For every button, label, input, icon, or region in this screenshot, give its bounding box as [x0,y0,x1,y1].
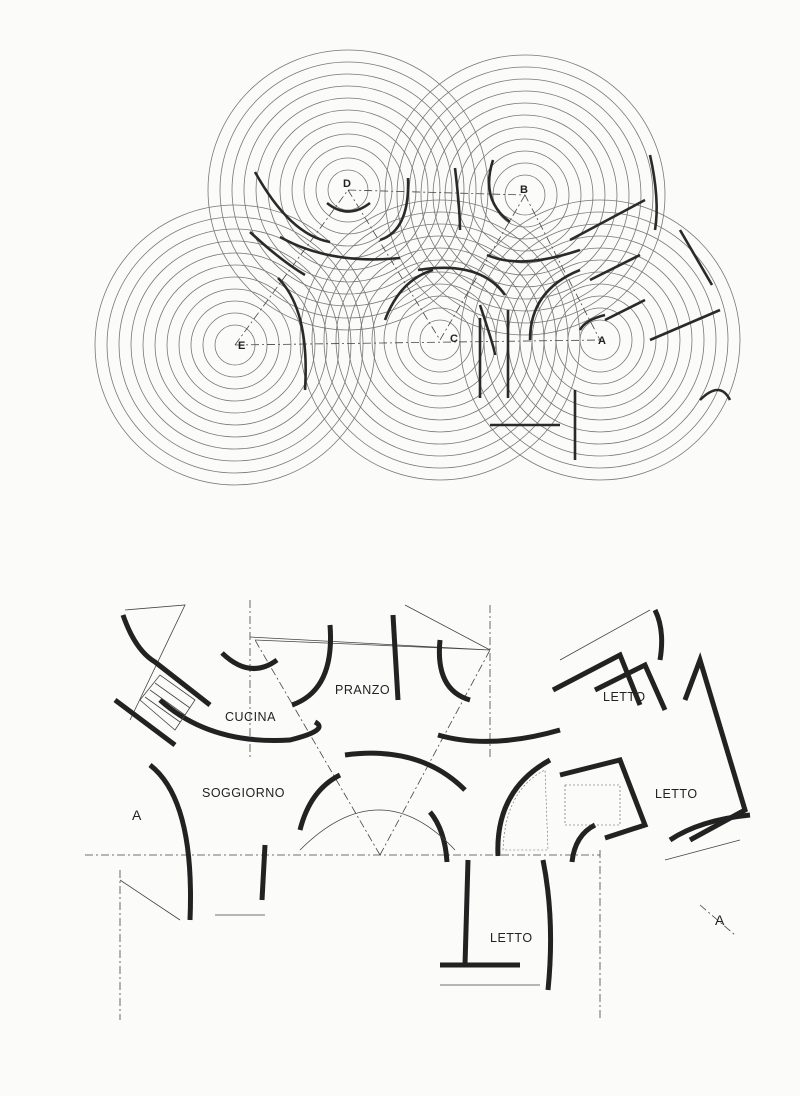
scheme-ring [347,247,533,433]
center-label-a: A [598,335,606,347]
room-label-soggiorno: SOGGIORNO [202,786,285,800]
scheme-ring [468,138,582,252]
center-label-e: E [238,340,245,352]
room-label-letto: LETTO [603,690,646,704]
scheme-ring [327,169,369,211]
center-label-b: B [520,184,528,196]
concentric-circle-scheme [94,49,741,486]
scheme-ring [202,312,268,378]
scheme-ring [255,97,441,283]
scheme-ring [231,73,465,307]
scheme-ring [118,228,352,462]
floor-plan [85,600,751,1020]
scheme-ring [311,211,569,469]
scheme-ring [396,66,654,324]
room-label-pranzo: PRANZO [335,683,390,697]
scheme-ring [407,307,473,373]
scheme-ring [419,319,461,361]
scheme-ring [504,174,546,216]
section-marker-a: A [715,912,725,928]
scheme-ring [142,252,328,438]
scheme-ring [207,49,489,331]
room-label-letto: LETTO [655,787,698,801]
scheme-ring [178,288,292,402]
scheme-ring [130,240,340,450]
scheme-ring [395,295,485,385]
scheme-ring [432,102,618,288]
scheme-ring [335,235,545,445]
construction-lines [234,189,601,346]
room-label-cucina: CUCINA [225,710,276,724]
scheme-ring [291,133,405,247]
scheme-ring [315,157,381,223]
room-label-letto: LETTO [490,931,533,945]
scheme-ring [384,54,666,336]
scheme-ring [94,204,376,486]
section-marker-a: A [132,807,142,823]
scheme-ring [359,259,521,421]
scheme-ring [166,276,304,414]
scheme-ring [106,216,364,474]
scheme-ring [444,114,606,276]
scheme-ring [299,199,581,481]
scheme-ring [383,283,497,397]
center-label-c: C [450,333,458,345]
center-label-d: D [343,178,351,190]
scheme-ring [154,264,316,426]
scheme-ring [492,162,558,228]
scheme-ring [190,300,280,390]
scheme-ring [480,150,570,240]
scheme-ring [267,109,429,271]
scheme-ring [243,85,453,295]
scheme-walls [249,154,732,460]
scheme-ring [323,223,557,457]
scheme-ring [303,145,393,235]
scheme-ring [420,90,630,300]
